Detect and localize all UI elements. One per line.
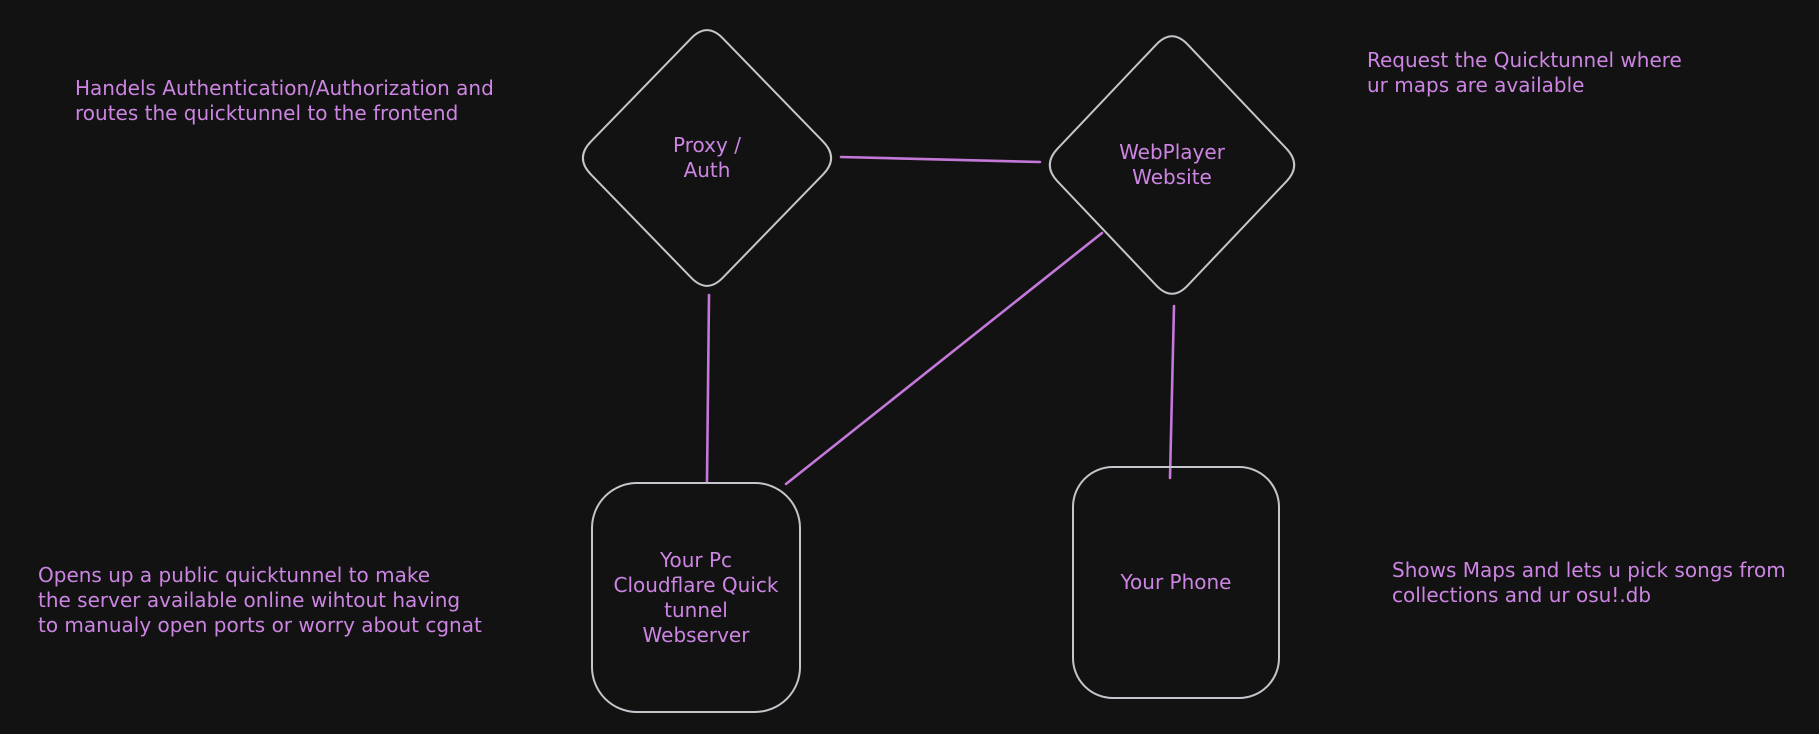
connector-webplayer-yourpc <box>784 231 1104 486</box>
annotation-line: routes the quicktunnel to the frontend <box>75 101 459 125</box>
connector-proxy-webplayer <box>839 155 1042 164</box>
connector-webplayer-yourphone <box>1168 304 1176 480</box>
proxy-auth-diamond <box>581 29 833 287</box>
your-phone-box <box>1072 466 1280 699</box>
annotation-webplayer: Request the Quicktunnel where ur maps ar… <box>1367 48 1682 98</box>
annotation-line: Shows Maps and lets u pick songs from <box>1392 558 1786 582</box>
annotation-line: the server available online wihtout havi… <box>38 588 461 612</box>
annotation-your-phone: Shows Maps and lets u pick songs from co… <box>1392 558 1786 608</box>
annotation-your-pc: Opens up a public quicktunnel to make th… <box>38 563 482 638</box>
connector-proxy-yourpc <box>705 293 711 483</box>
annotation-line: Opens up a public quicktunnel to make <box>38 563 431 587</box>
annotation-proxy-auth: Handels Authentication/Authorization and… <box>75 76 494 126</box>
annotation-line: to manualy open ports or worry about cgn… <box>38 613 482 637</box>
annotation-line: ur maps are available <box>1367 73 1585 97</box>
annotation-line: Handels Authentication/Authorization and <box>75 76 494 100</box>
annotation-line: collections and ur osu!.db <box>1392 583 1652 607</box>
webplayer-diamond <box>1048 35 1296 295</box>
your-pc-box <box>591 482 801 713</box>
annotation-line: Request the Quicktunnel where <box>1367 48 1682 72</box>
